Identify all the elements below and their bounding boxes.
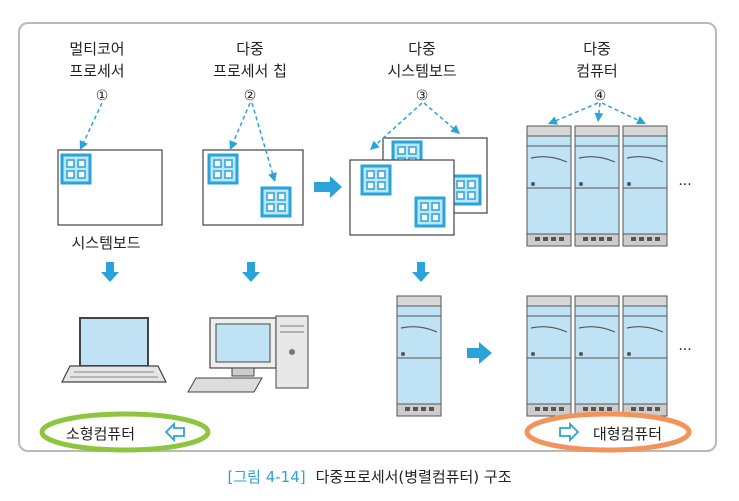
systemboard-stack xyxy=(349,137,488,236)
desktop-pc-illustration xyxy=(187,315,309,393)
systemboard-label: 시스템보드 xyxy=(71,234,141,252)
small-computer-oval xyxy=(39,411,211,453)
right-arrow-1 xyxy=(314,176,342,198)
systemboard-1 xyxy=(57,149,163,226)
dashed-arrow-1 xyxy=(79,102,103,151)
down-arrow-3 xyxy=(412,262,430,282)
dashed-arrow-3b xyxy=(423,102,461,135)
down-arrow-1 xyxy=(101,262,119,282)
dashed-arrow-2a xyxy=(229,102,251,151)
diagram-frame xyxy=(18,22,717,452)
caption-text: 다중프로세서(병렬컴퓨터) 구조 xyxy=(315,468,512,486)
down-arrow-2 xyxy=(242,262,260,282)
ellipsis-bottom: ... xyxy=(678,338,692,354)
right-arrow-2 xyxy=(467,342,492,364)
systemboard-2 xyxy=(202,149,304,226)
laptop-illustration xyxy=(61,317,167,383)
ellipsis-top: ... xyxy=(678,173,692,189)
dashed-arrow-4b xyxy=(594,102,604,123)
server-single xyxy=(396,295,442,417)
large-computer-label: 대형컴퓨터 xyxy=(593,425,663,443)
number-2: ② xyxy=(243,88,257,104)
server-group-top xyxy=(526,125,668,247)
dashed-arrow-4a xyxy=(547,102,599,125)
large-computer-oval xyxy=(524,411,692,453)
figure-caption: [그림 4-14] 다중프로세서(병렬컴퓨터) 구조 xyxy=(0,466,739,487)
caption-number: [그림 4-14] xyxy=(227,468,306,486)
number-4: ④ xyxy=(593,88,607,104)
right-arrow-icon xyxy=(559,421,580,443)
small-computer-label: 소형컴퓨터 xyxy=(66,425,136,443)
number-3: ③ xyxy=(415,88,429,104)
dashed-arrow-4c xyxy=(601,102,647,125)
number-1: ① xyxy=(95,88,109,104)
left-arrow-icon xyxy=(164,421,185,443)
dashed-arrow-3a xyxy=(369,102,423,151)
server-group-bottom xyxy=(526,295,668,417)
